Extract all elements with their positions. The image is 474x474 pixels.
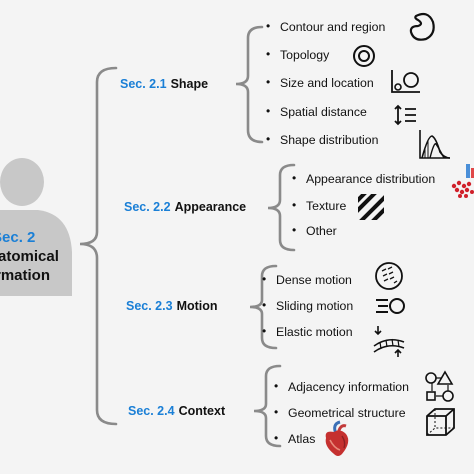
list-item: Elastic motion <box>262 324 352 339</box>
dense-motion-icon <box>375 262 403 290</box>
section-number: Sec. 2.4 <box>128 404 175 418</box>
root-label-line1: Sec. 2 <box>0 229 36 246</box>
list-item: Geometrical structure <box>274 405 405 420</box>
elastic-motion-icon <box>373 326 405 357</box>
section-name: Shape <box>170 77 209 91</box>
root-label-line3: rmation <box>0 267 51 284</box>
list-item: Appearance distribution <box>292 171 435 186</box>
list-item: Topology <box>266 47 329 62</box>
list-item: Sliding motion <box>262 298 353 313</box>
size-location-icon <box>391 70 420 93</box>
sliding-motion-icon <box>376 298 405 314</box>
list-item: Shape distribution <box>266 132 379 147</box>
distribution-curve-icon <box>419 130 451 159</box>
list-item: Atlas <box>274 431 316 446</box>
section-name: Context <box>178 404 226 418</box>
section-number: Sec. 2.3 <box>126 299 173 313</box>
list-item: Contour and region <box>266 19 385 34</box>
list-item: Dense motion <box>262 272 352 287</box>
section-name: Appearance <box>174 200 247 214</box>
cube-icon <box>426 408 455 436</box>
adjacency-shapes-icon <box>425 370 454 402</box>
heart-atlas-icon <box>325 420 349 456</box>
texture-stripes-icon <box>358 194 384 220</box>
list-item: Adjacency information <box>274 379 409 394</box>
section-number: Sec. 2.2 <box>124 200 171 214</box>
colored-histogram-icon <box>466 164 474 178</box>
list-item: Texture <box>292 198 346 213</box>
list-item: Size and location <box>266 75 374 90</box>
root-label-line2: atomical <box>0 248 59 265</box>
concentric-circles-icon <box>353 45 375 67</box>
person-silhouette-icon <box>0 158 72 296</box>
contour-blob-icon <box>409 12 435 41</box>
section-name: Motion <box>176 299 218 313</box>
scatter-dots-icon <box>451 180 474 198</box>
spatial-distance-icon <box>394 104 416 126</box>
section-number: Sec. 2.1 <box>120 77 167 91</box>
list-item: Spatial distance <box>266 104 367 119</box>
list-item: Other <box>292 223 337 238</box>
